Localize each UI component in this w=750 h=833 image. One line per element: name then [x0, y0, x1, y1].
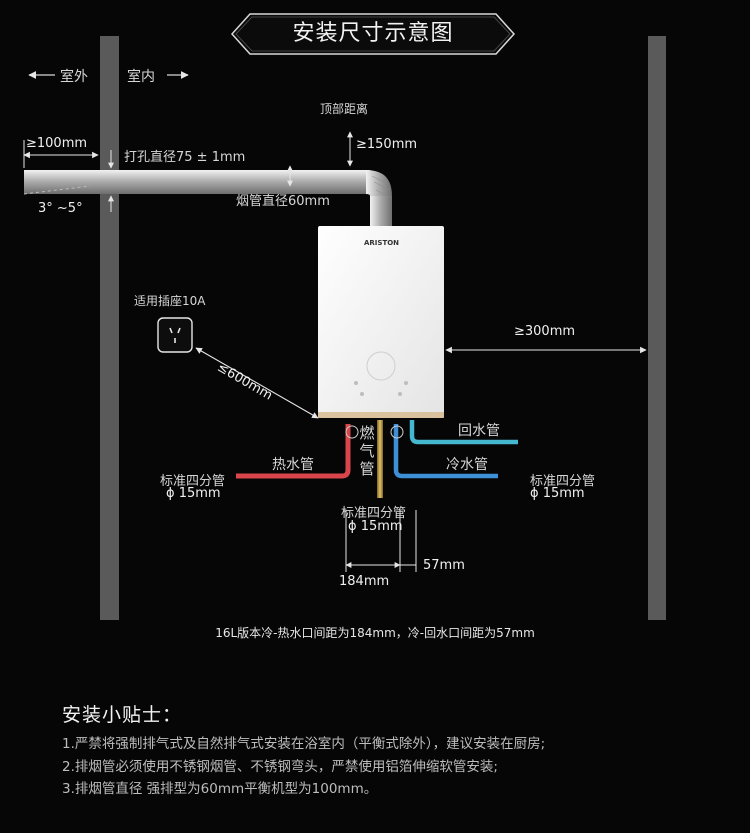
page-title-frame: 安装尺寸示意图 [232, 14, 514, 54]
return-water-pipe [409, 420, 518, 445]
gas-pipe-label: 燃气管 [359, 424, 375, 478]
tips-title: 安装小贴士： [62, 704, 183, 726]
socket-label: 适用插座10A [134, 294, 206, 308]
tip-item: 2.排烟管必须使用不锈钢烟管、不锈钢弯头，严禁使用铝箔伸缩软管安装; [62, 759, 498, 775]
pipe-standard-bottom: 标准四分管 [341, 506, 407, 521]
hot-pipe-label: 热水管 [272, 457, 314, 473]
gas-pipe [377, 420, 383, 498]
return-pipe-label: 回水管 [458, 423, 500, 439]
top-distance-label: ≥150mm [356, 137, 418, 152]
spacing-footnote: 16L版本冷-热水口间距为184mm，冷-回水口间距为57mm [215, 626, 535, 640]
pipe-size-right: ϕ 15mm [530, 486, 585, 501]
pipe-size-bottom: ϕ 15mm [348, 519, 403, 534]
spacing-184-label: 184mm [339, 574, 390, 589]
flue-pipe [24, 170, 392, 230]
cold-pipe-label: 冷水管 [446, 457, 488, 473]
slope-label: 3° ~5° [38, 201, 83, 216]
right-wall [648, 36, 666, 620]
hot-water-pipe [236, 424, 351, 479]
page-title: 安装尺寸示意图 [292, 21, 454, 46]
pipe-standard-left: 标准四分管 [160, 474, 226, 489]
cold-water-pipe [393, 424, 498, 479]
tip-item: 1.严禁将强制排气式及自然排气式安装在浴室内（平衡式除外），建议安装在厨房; [62, 736, 546, 752]
indoor-label: 室内 [127, 69, 155, 85]
top-distance-title: 顶部距离 [320, 102, 369, 116]
left-wall [100, 36, 119, 620]
pipe-standard-right: 标准四分管 [530, 474, 596, 489]
wall-gap-label: ≥100mm [26, 136, 88, 151]
side-distance-label: ≥300mm [514, 324, 576, 339]
pipe-size-left: ϕ 15mm [166, 486, 221, 501]
spacing-57-label: 57mm [423, 558, 465, 573]
flue-diameter-label: 烟管直径60mm [236, 194, 330, 209]
spacing-dimensions [345, 510, 417, 572]
tip-item: 3.排烟管直径 强排型为60mm平衡机型为100mm。 [62, 781, 378, 797]
socket-distance-dimension [195, 347, 319, 419]
socket-icon [157, 317, 193, 353]
brand-logo: ARISTON [364, 239, 400, 247]
hole-diameter-label: 打孔直径75 ± 1mm [124, 150, 246, 165]
water-heater [318, 226, 444, 418]
title-frame [230, 13, 516, 55]
outdoor-label: 室外 [60, 69, 88, 85]
slope-line [23, 185, 91, 195]
